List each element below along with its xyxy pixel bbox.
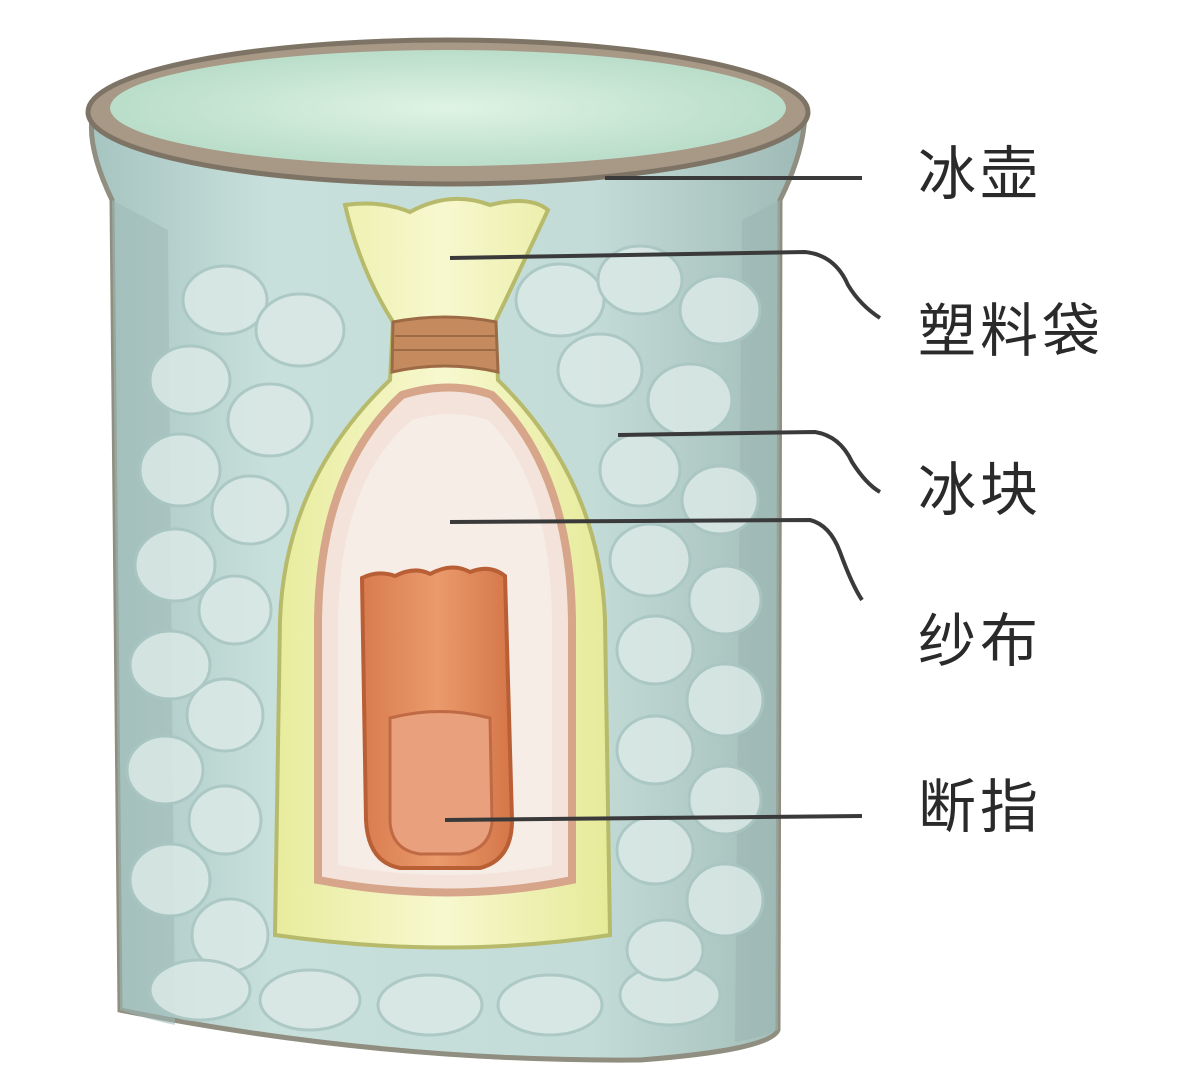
leader-line-severed-finger (444, 814, 863, 822)
leader-line-gauze (449, 517, 864, 602)
container-rim (85, 37, 811, 187)
leader-lines (444, 176, 882, 822)
ice-cubes (125, 244, 765, 1037)
label-severed-finger: 断指 (918, 773, 1043, 841)
label-gauze: 纱布 (918, 607, 1043, 675)
label-ice-cubes: 冰块 (918, 456, 1043, 524)
label-ice-pot: 冰壶 (918, 140, 1043, 208)
label-plastic-bag: 塑料袋 (918, 297, 1105, 365)
severed-finger (359, 565, 515, 870)
leader-line-plastic-bag (449, 249, 882, 320)
leader-line-ice-cubes (617, 429, 882, 494)
